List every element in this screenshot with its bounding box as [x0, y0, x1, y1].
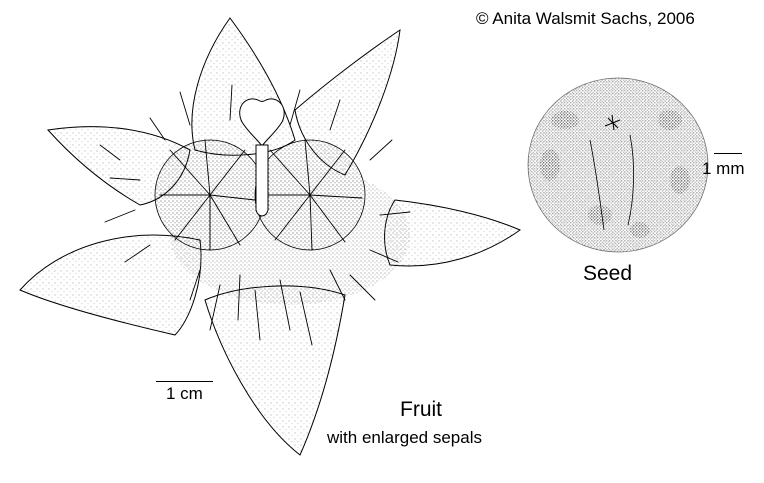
- fruit-cocci: [99, 84, 411, 346]
- sepal-bottom: [204, 285, 346, 456]
- sepal-lower-left: [19, 234, 202, 336]
- seed-hilum: [589, 114, 635, 231]
- scale-bar-mm: [714, 153, 742, 154]
- style: [255, 144, 269, 217]
- fruit-subtitle: with enlarged sepals: [327, 428, 482, 447]
- seed-markings: [540, 110, 690, 238]
- scale-label-cm: 1 cm: [166, 384, 203, 403]
- fruit-label: Fruit: [400, 398, 442, 421]
- copyright-notice: © Anita Walsmit Sachs, 2006: [476, 9, 695, 28]
- scale-label-mm: 1 mm: [702, 159, 745, 178]
- seed-illustration: [527, 77, 709, 253]
- bristles: [99, 84, 411, 346]
- sepal-top: [191, 17, 296, 156]
- stigma: [239, 98, 285, 147]
- scale-bar-cm: [156, 381, 213, 382]
- seed-label: Seed: [583, 262, 633, 285]
